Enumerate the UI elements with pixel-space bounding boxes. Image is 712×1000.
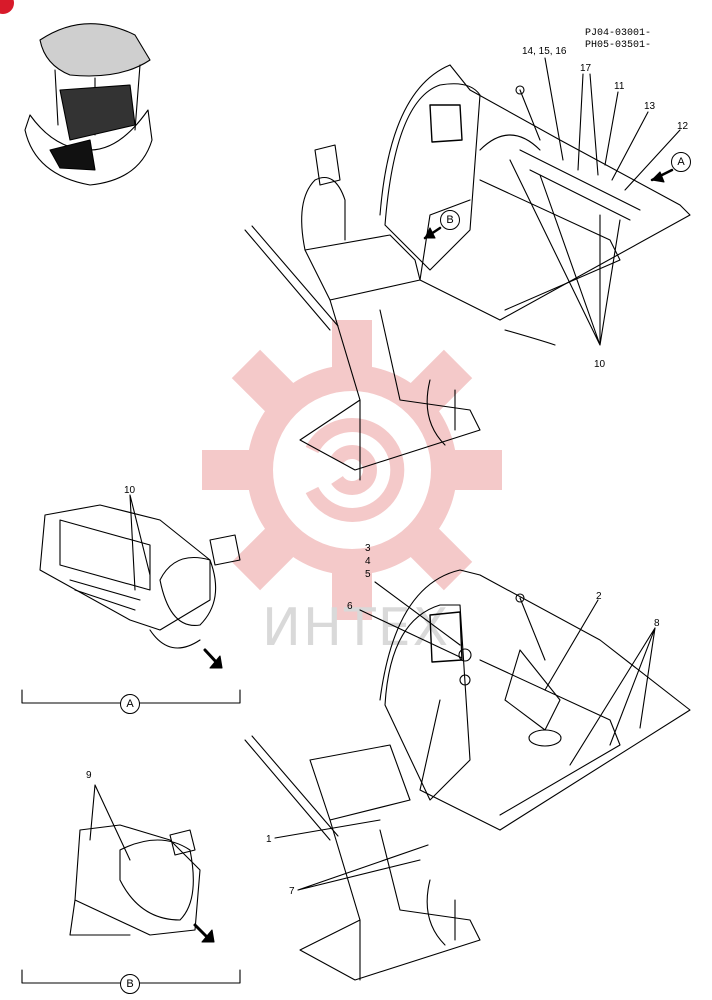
view-marker-a-top: A: [671, 152, 691, 172]
view-b-bracket: [21, 969, 241, 984]
callout-6: 6: [347, 601, 353, 612]
section-label-b: B: [120, 974, 140, 994]
lower-assembly: [244, 569, 691, 981]
cab-thumbnail: [24, 23, 153, 186]
view-marker-b-top: B: [440, 210, 460, 230]
callout-13: 13: [644, 101, 656, 112]
callout-10-top: 10: [594, 359, 606, 370]
callout-9: 9: [86, 770, 92, 781]
callout-14-15-16: 14, 15, 16: [522, 46, 567, 57]
top-assembly: [244, 64, 691, 481]
callout-17: 17: [580, 63, 592, 74]
view-a-assembly: [39, 504, 241, 649]
view-b-assembly: [69, 824, 201, 936]
callout-12: 12: [677, 121, 689, 132]
callout-3: 3: [365, 543, 371, 554]
watermark-text: ИНТЕХ: [262, 598, 451, 658]
callout-4: 4: [365, 556, 371, 567]
callout-5: 5: [365, 569, 371, 580]
model-code-2: PH05-03501-: [585, 40, 652, 51]
callout-1: 1: [266, 834, 272, 845]
section-label-a: A: [120, 694, 140, 714]
view-a-bracket: [21, 689, 241, 704]
callout-2: 2: [596, 591, 602, 602]
corner-mark: [0, 0, 14, 14]
callout-7: 7: [289, 886, 295, 897]
model-code-1: PJ04-03001-: [585, 28, 652, 39]
callout-10-view-a: 10: [124, 485, 136, 496]
callout-11: 11: [614, 81, 625, 92]
callout-8: 8: [654, 618, 660, 629]
